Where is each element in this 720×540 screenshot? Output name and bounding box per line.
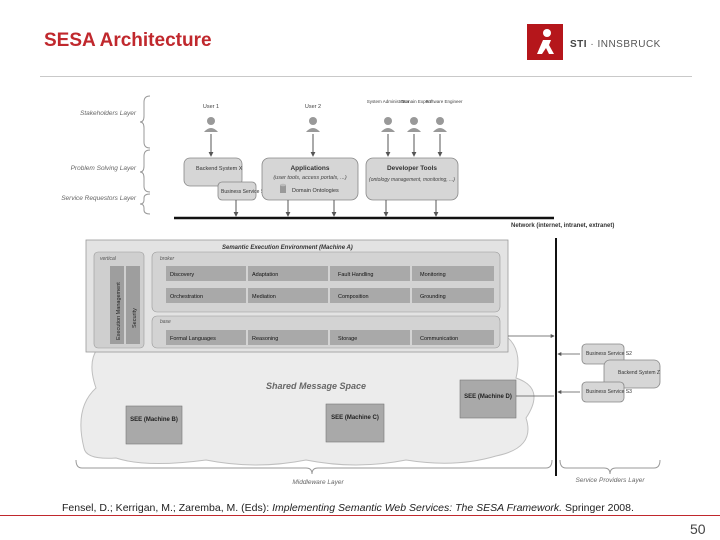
svg-text:SEE (Machine B): SEE (Machine B) [130, 417, 178, 423]
see-machine-a-box: Semantic Execution Environment (Machine … [85, 239, 509, 353]
svg-text:Developer Tools: Developer Tools [387, 165, 437, 172]
svg-text:SEE (Machine D): SEE (Machine D) [464, 394, 512, 400]
user-label-1: User 1 [203, 104, 219, 110]
sti-innsbruck-logo: STI · INNSBRUCK [527, 24, 677, 64]
shared-message-space-label: Shared Message Space [266, 381, 366, 391]
logo-location: INNSBRUCK [597, 39, 661, 50]
user-icon-2 [306, 117, 320, 132]
footer-divider [0, 515, 720, 516]
problem-solving-layer-brace [139, 149, 151, 193]
business-service-s3-box: Business Service S3 [581, 381, 632, 403]
svg-text:vertical: vertical [100, 256, 117, 262]
svg-text:Business Service S2: Business Service S2 [586, 351, 632, 357]
citation-publisher: Springer 2008. [562, 502, 634, 514]
database-icon [280, 183, 286, 193]
svg-text:base: base [160, 319, 171, 325]
applications-box: Applications (user tools, access portals… [261, 157, 359, 201]
logo-mark-icon [527, 24, 563, 60]
svg-text:Domain Ontologies: Domain Ontologies [292, 188, 339, 194]
title-divider [40, 76, 692, 77]
svg-text:Mediation: Mediation [252, 294, 276, 300]
user-icon-domain-expert [407, 117, 421, 132]
user-label-2: User 2 [305, 104, 321, 110]
user-label-software-engineer: Software Engineer [425, 99, 463, 104]
user-icon-admin [381, 117, 395, 132]
svg-text:broker: broker [160, 256, 175, 262]
citation-authors: Fensel, D.; Kerrigan, M.; Zaremba, M. (E… [62, 502, 273, 514]
vertical-execution-management: Execution Management [116, 282, 122, 340]
slide-title: SESA Architecture [44, 30, 212, 51]
svg-text:Adaptation: Adaptation [252, 272, 278, 278]
svg-text:Fault Handling: Fault Handling [338, 272, 373, 278]
svg-text:(ontology management, monitori: (ontology management, monitoring, ...) [369, 177, 455, 183]
service-requestors-layer-brace [139, 193, 151, 215]
see-machine-b-box: SEE (Machine B) [125, 405, 183, 445]
svg-text:Backend System Z: Backend System Z [618, 370, 660, 376]
network-label: Network (internet, intranet, extranet) [511, 223, 614, 229]
citation-title: Implementing Semantic Web Services: The … [272, 502, 563, 514]
stakeholders-layer-brace [139, 95, 151, 149]
developer-tools-box: Developer Tools (ontology management, mo… [365, 157, 459, 201]
svg-text:Composition: Composition [338, 294, 369, 300]
svg-text:Communication: Communication [420, 336, 458, 342]
backend-system-x-box: Backend System X [183, 157, 243, 187]
broker-row-2: Orchestration Mediation Composition Grou… [166, 288, 494, 303]
layer-label-service-requestors: Service Requestors Layer [61, 195, 137, 202]
svg-text:SEE (Machine C): SEE (Machine C) [331, 415, 379, 421]
svg-text:Business Service S3: Business Service S3 [586, 389, 632, 395]
svg-text:Discovery: Discovery [170, 272, 194, 278]
sesa-architecture-diagram: Stakeholders Layer Problem Solving Layer… [56, 88, 668, 493]
business-service-s1-box: Business Service S1 [217, 181, 267, 201]
layer-label-problem-solving: Problem Solving Layer [71, 165, 137, 172]
backend-system-z-box: Backend System Z [603, 359, 661, 389]
page-number: 50 [690, 521, 706, 537]
see-machine-c-box: SEE (Machine C) [325, 403, 385, 443]
user-label-admin: System Administrator [367, 99, 410, 104]
citation: Fensel, D.; Kerrigan, M.; Zaremba, M. (E… [62, 502, 634, 514]
broker-row-1: Discovery Adaptation Fault Handling Moni… [166, 266, 494, 281]
svg-text:Formal Languages: Formal Languages [170, 336, 216, 342]
middleware-layer-brace [75, 459, 553, 475]
svg-text:Monitoring: Monitoring [420, 272, 446, 278]
service-providers-layer-brace [559, 459, 661, 475]
user-icon-1 [204, 117, 218, 132]
svg-text:Business Service S1: Business Service S1 [221, 189, 267, 195]
vertical-security: Security [132, 308, 138, 328]
svg-text:Applications: Applications [290, 165, 329, 172]
svg-text:Semantic Execution Environment: Semantic Execution Environment (Machine … [222, 245, 353, 251]
see-machine-d-box: SEE (Machine D) [459, 379, 517, 419]
logo-separator: · [587, 39, 598, 50]
business-service-s2-box: Business Service S2 [581, 343, 632, 365]
middleware-layer-label: Middleware Layer [292, 479, 344, 486]
svg-text:Reasoning: Reasoning [252, 336, 278, 342]
svg-text:Storage: Storage [338, 336, 357, 342]
svg-text:Orchestration: Orchestration [170, 294, 203, 300]
svg-text:Grounding: Grounding [420, 294, 446, 300]
service-providers-layer-label: Service Providers Layer [576, 477, 646, 484]
user-icon-software-engineer [433, 117, 447, 132]
logo-wordmark: STI · INNSBRUCK [570, 39, 661, 50]
base-row: Formal Languages Reasoning Storage Commu… [166, 330, 494, 345]
logo-brand: STI [570, 39, 588, 50]
svg-text:Backend System X: Backend System X [196, 166, 243, 172]
user-label-domain-expert: Domain Expert [401, 99, 432, 104]
layer-label-stakeholders: Stakeholders Layer [80, 110, 137, 117]
svg-text:(user tools, access portals, .: (user tools, access portals, ...) [273, 175, 347, 181]
